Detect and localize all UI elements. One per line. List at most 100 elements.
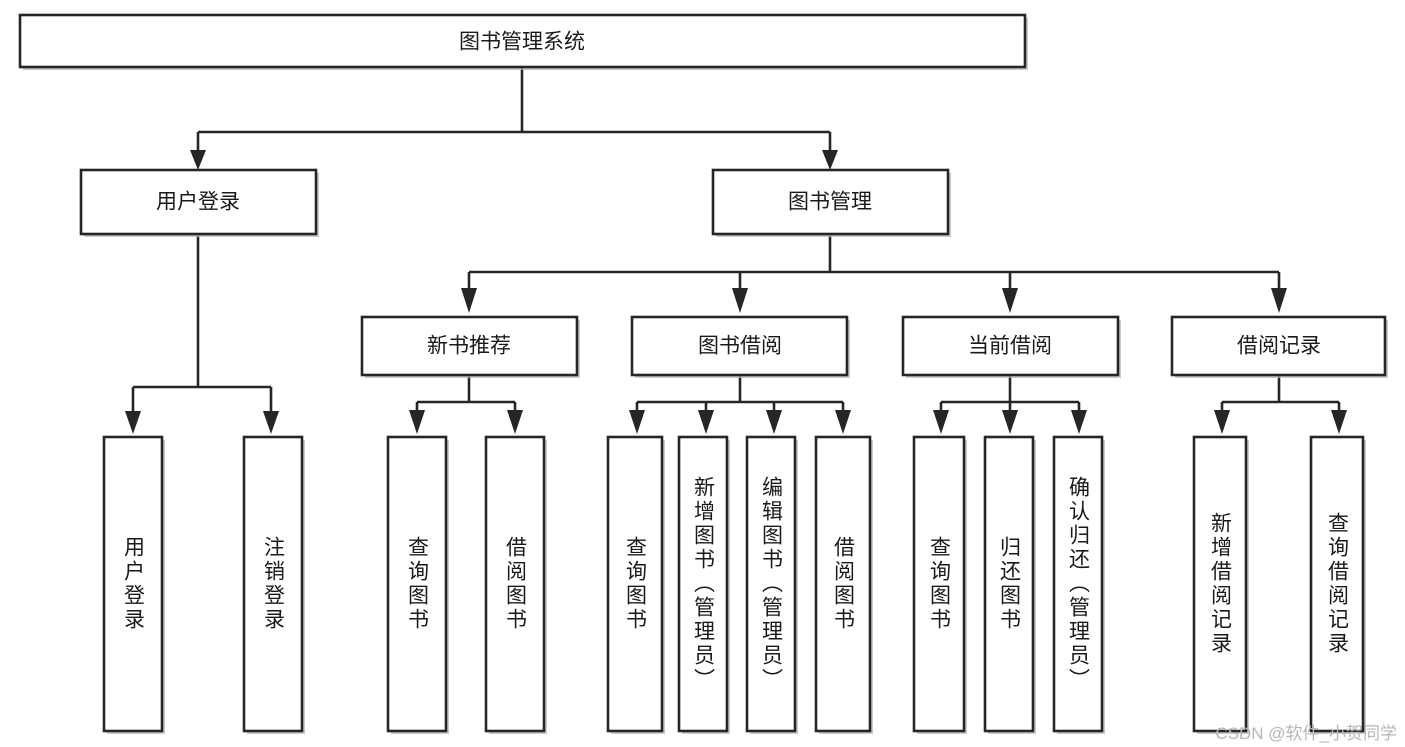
leaf-recommend-query-book[interactable]: 查询图书 (386, 435, 449, 734)
node-new-book-recommend[interactable]: 新书推荐 (360, 315, 580, 378)
leaf-edit-book[interactable]: 编辑图书（管理员） (745, 435, 798, 734)
connector-new-book-recommend-bus (415, 376, 517, 413)
leaf-user-login-text-area: 用户登录 (121, 536, 145, 632)
leaf-edit-book-label: 编辑图书（管理员） (759, 476, 783, 692)
leaf-current-query-book-text-area: 查询图书 (927, 536, 951, 632)
connector-book-management-bus (467, 234, 1281, 290)
leaf-borrow-query-book-text-area: 查询图书 (623, 536, 647, 632)
connector-borrow-record-bus (1220, 376, 1341, 413)
leaf-borrow-borrow-book-label: 借阅图书 (831, 536, 855, 632)
node-root[interactable]: 图书管理系统 (18, 13, 1028, 70)
leaf-add-borrow-record-label: 新增借阅记录 (1208, 512, 1232, 656)
arrow-to-current-borrow (1002, 288, 1018, 313)
user-login-label: 用户登录 (156, 191, 240, 214)
book-management-label: 图书管理 (788, 191, 872, 214)
current-borrow-label: 当前借阅 (968, 335, 1052, 358)
connectors (125, 67, 1347, 434)
leaf-confirm-return-label: 确认归还（管理员） (1066, 476, 1090, 692)
leaf-query-borrow-record[interactable]: 查询借阅记录 (1309, 435, 1366, 734)
leaf-edit-book-text-area: 编辑图书（管理员） (759, 476, 783, 692)
leaf-confirm-return-box[interactable] (1052, 435, 1104, 733)
leaf-return-book[interactable]: 归还图书 (983, 435, 1036, 734)
leaf-confirm-return-text-area: 确认归还（管理员） (1066, 476, 1090, 692)
arrow-to-leaf-add-book (698, 410, 714, 434)
leaf-recommend-borrow-book-text-area: 借阅图书 (503, 536, 527, 632)
leaf-user-login[interactable]: 用户登录 (102, 435, 165, 734)
connector-book-borrow-bus (635, 376, 845, 413)
arrow-to-leaf-edit-book (766, 410, 782, 434)
connector-user-login-bus (131, 234, 273, 413)
leaf-recommend-borrow-book[interactable]: 借阅图书 (484, 435, 547, 734)
book-borrow-box[interactable] (630, 315, 849, 377)
leaf-borrow-query-book[interactable]: 查询图书 (606, 435, 665, 734)
connector-root-to-level2 (196, 67, 832, 152)
connector-current-borrow-bus (939, 376, 1081, 413)
leaf-user-login-box[interactable] (102, 435, 164, 733)
leaf-add-borrow-record[interactable]: 新增借阅记录 (1192, 435, 1249, 734)
root-label: 图书管理系统 (459, 31, 585, 54)
leaf-return-book-text-area: 归还图书 (997, 536, 1021, 632)
leaf-edit-book-box[interactable] (745, 435, 797, 733)
arrow-to-leaf-borrow-book-2 (835, 410, 851, 434)
book-borrow-label: 图书借阅 (698, 335, 782, 358)
leaf-borrow-query-book-label: 查询图书 (623, 536, 647, 632)
user-login-box[interactable] (79, 168, 318, 236)
node-book-borrow[interactable]: 图书借阅 (630, 315, 850, 378)
arrow-to-book-management (822, 150, 838, 170)
leaf-add-borrow-record-text-area: 新增借阅记录 (1208, 512, 1232, 656)
leaf-query-borrow-record-text-area: 查询借阅记录 (1325, 512, 1349, 656)
leaf-recommend-query-book-box[interactable] (386, 435, 448, 733)
node-book-management[interactable]: 图书管理 (711, 168, 951, 237)
leaf-borrow-borrow-book[interactable]: 借阅图书 (814, 435, 873, 734)
root-box[interactable] (18, 13, 1027, 69)
arrow-to-leaf-confirm-return (1071, 410, 1087, 434)
node-user-login[interactable]: 用户登录 (79, 168, 319, 237)
book-management-box[interactable] (711, 168, 950, 236)
arrow-to-leaf-query-book-1 (409, 410, 425, 434)
leaf-recommend-borrow-book-label: 借阅图书 (503, 536, 527, 632)
leaf-current-query-book-label: 查询图书 (927, 536, 951, 632)
arrow-to-leaf-user-login (125, 411, 141, 434)
arrow-to-user-login (190, 150, 206, 170)
arrow-to-leaf-query-book-2 (629, 410, 645, 434)
arrow-to-borrow-record (1271, 288, 1287, 313)
leaf-borrow-borrow-book-box[interactable] (814, 435, 872, 733)
arrow-to-leaf-borrow-book-1 (507, 410, 523, 434)
leaf-return-book-label: 归还图书 (997, 536, 1021, 632)
leaf-recommend-query-book-label: 查询图书 (405, 536, 429, 632)
current-borrow-box[interactable] (901, 315, 1120, 377)
leaf-logout-text-area: 注销登录 (261, 536, 285, 632)
leaf-logout-label: 注销登录 (261, 536, 285, 632)
arrow-to-book-borrow (732, 288, 748, 313)
leaf-query-borrow-record-box[interactable] (1309, 435, 1365, 733)
leaf-confirm-return[interactable]: 确认归还（管理员） (1052, 435, 1105, 734)
leaf-add-book-label: 新增图书（管理员） (691, 476, 715, 692)
borrow-record-label: 借阅记录 (1237, 335, 1321, 358)
arrow-to-leaf-query-book-3 (933, 410, 949, 434)
leaf-borrow-borrow-book-text-area: 借阅图书 (831, 536, 855, 632)
leaf-borrow-query-book-box[interactable] (606, 435, 664, 733)
borrow-record-box[interactable] (1170, 315, 1387, 377)
leaf-logout[interactable]: 注销登录 (242, 435, 305, 734)
new-book-recommend-box[interactable] (360, 315, 579, 377)
new-book-recommend-label: 新书推荐 (427, 335, 511, 358)
leaf-logout-box[interactable] (242, 435, 304, 733)
arrow-to-leaf-return-book (1002, 410, 1018, 434)
leaf-current-query-book-box[interactable] (912, 435, 966, 733)
leaf-recommend-borrow-book-box[interactable] (484, 435, 546, 733)
arrow-to-leaf-logout (263, 411, 279, 434)
arrow-to-leaf-add-record (1214, 410, 1230, 434)
leaf-add-book[interactable]: 新增图书（管理员） (677, 435, 730, 734)
leaf-user-login-label: 用户登录 (121, 536, 145, 632)
arrow-to-leaf-query-record (1331, 410, 1347, 434)
leaf-query-borrow-record-label: 查询借阅记录 (1325, 512, 1349, 656)
node-borrow-record[interactable]: 借阅记录 (1170, 315, 1388, 378)
leaf-current-query-book[interactable]: 查询图书 (912, 435, 967, 734)
leaf-add-book-box[interactable] (677, 435, 729, 733)
leaf-return-book-box[interactable] (983, 435, 1035, 733)
leaf-recommend-query-book-text-area: 查询图书 (405, 536, 429, 632)
leaf-add-borrow-record-box[interactable] (1192, 435, 1248, 733)
node-current-borrow[interactable]: 当前借阅 (901, 315, 1121, 378)
